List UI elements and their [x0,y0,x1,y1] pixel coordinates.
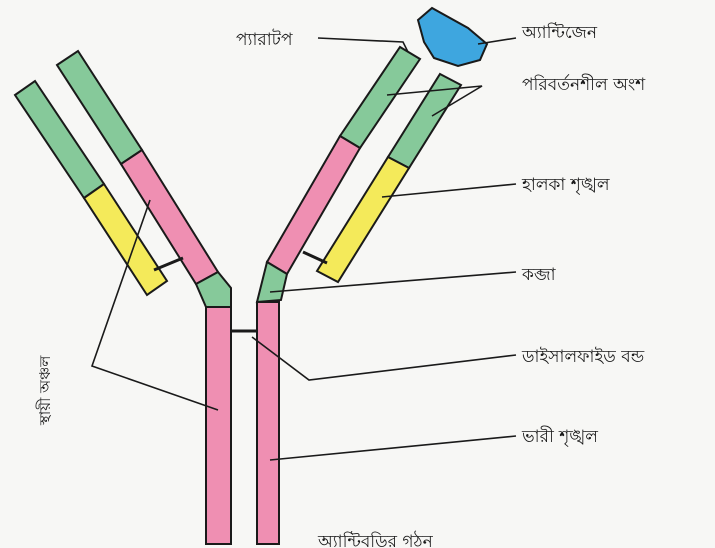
constant-region-label: স্থায়ী অঞ্চল [36,355,54,426]
caption-label: অ্যান্টিবডির গঠন [317,531,434,548]
disulfide-bond-label: ডাইসালফাইড বন্ড [521,347,645,367]
paratope-leader [318,38,408,52]
hinge-label: কব্জা [521,265,557,285]
left-heavy-stem [206,307,231,544]
paratope-label: প্যারাটপ [236,29,293,50]
antigen-label: অ্যান্টিজেন [521,22,598,43]
light-chain-leader [382,184,516,197]
heavy-chain-label: ভারী শৃঙ্খল [521,426,598,447]
right-heavy-stem [257,302,279,544]
hinge-leader [270,272,516,292]
variable-region-label: পরিবর্তনশীল অংশ [522,74,646,95]
left-disulfide-bond [154,258,183,270]
disulfide-leader [252,337,516,380]
light-chain-label: হালকা শৃঙ্খল [521,175,610,195]
right-disulfide-bond [303,252,327,263]
antigen-shape [418,8,487,66]
heavy-chain-leader [270,436,516,460]
